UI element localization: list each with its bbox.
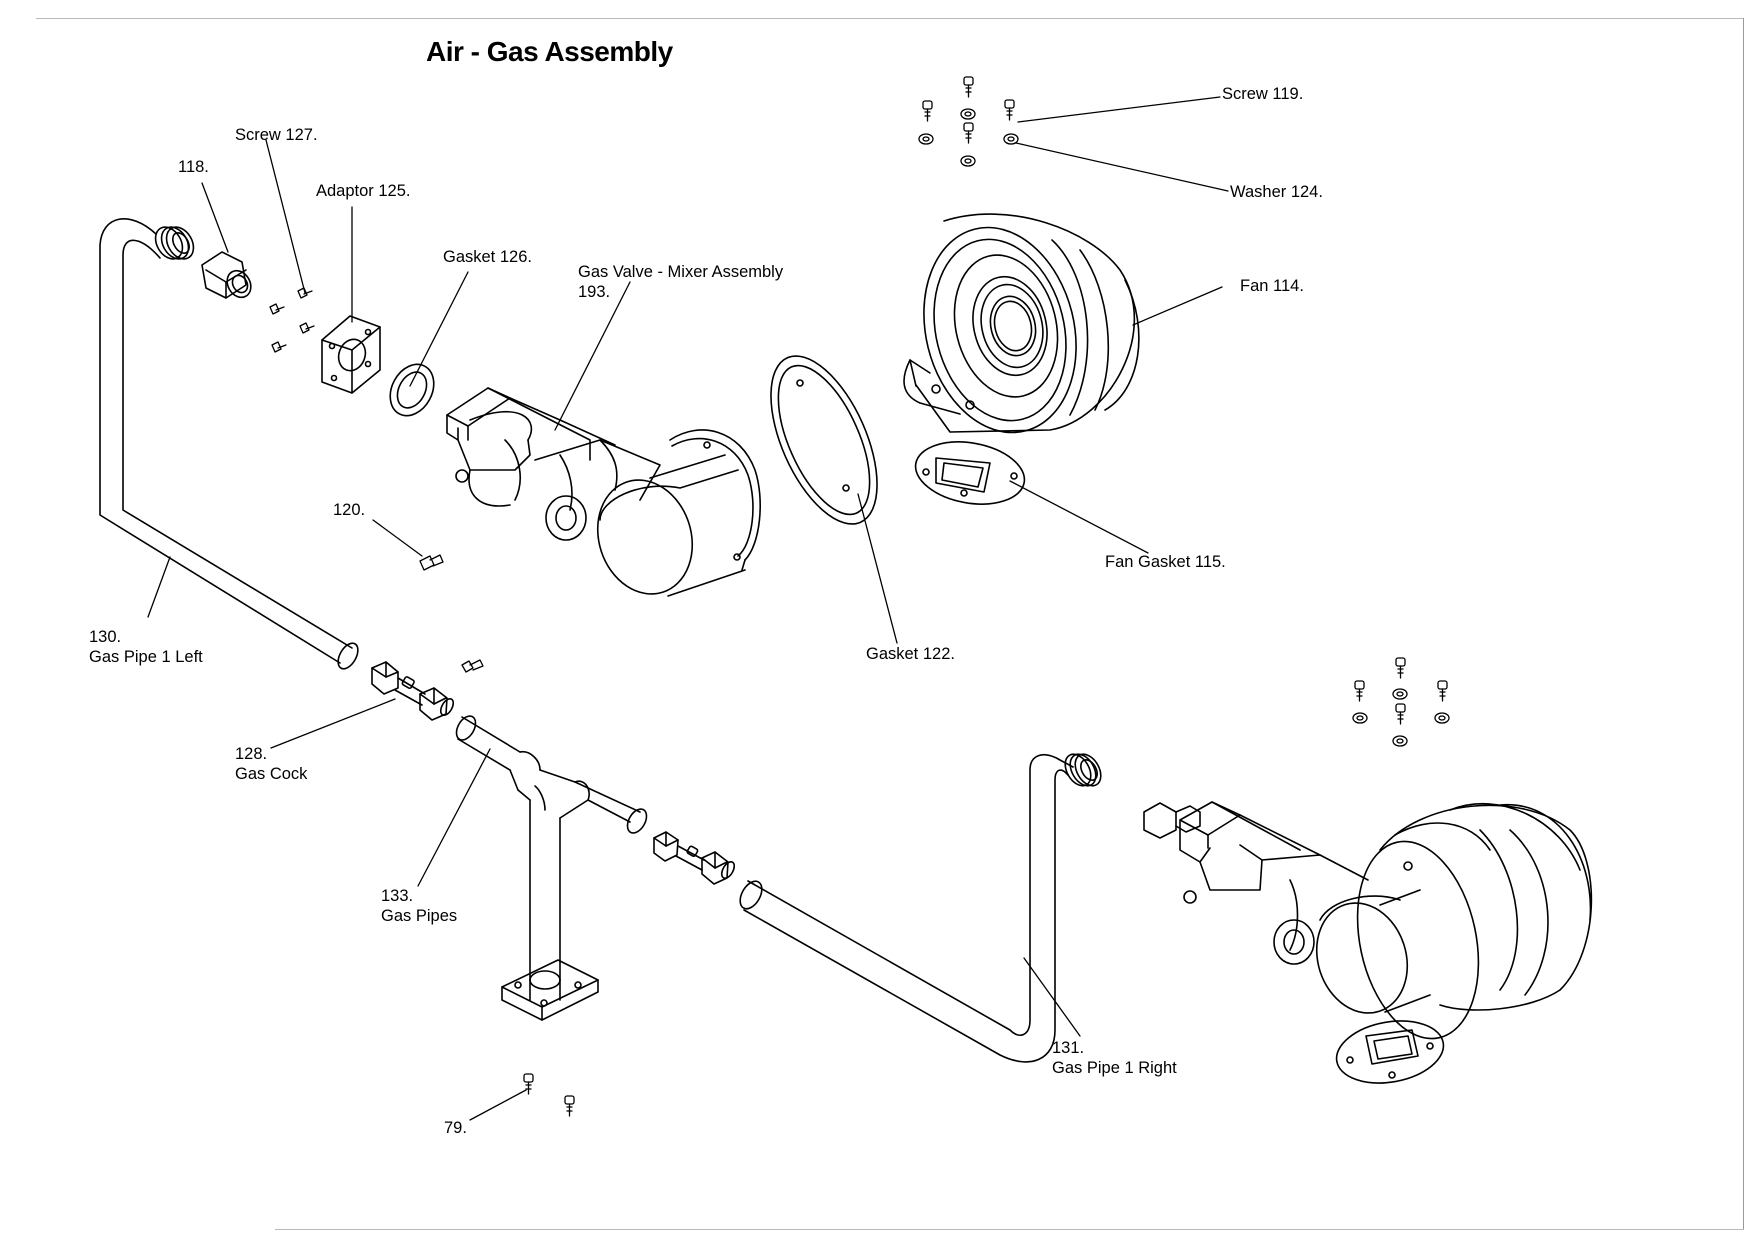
- screws-127: [270, 288, 314, 352]
- label-fan-gasket-115: Fan Gasket 115.: [1105, 553, 1226, 571]
- label-gasket-126: Gasket 126.: [443, 248, 532, 266]
- gas-cock-128: [372, 662, 456, 720]
- leader-lines: [148, 97, 1228, 1120]
- label-gas-valve-number: 193.: [578, 283, 611, 301]
- gasket-122: [749, 341, 899, 540]
- gas-valve-mixer-193: [447, 388, 760, 606]
- gasket-126: [382, 357, 443, 423]
- gas-cock-second: [654, 832, 737, 884]
- fan-114: [903, 211, 1139, 449]
- label-part-79: 79.: [444, 1119, 467, 1137]
- screw-120: [420, 555, 443, 570]
- label-gas-valve-mixer: Gas Valve - Mixer Assembly: [578, 263, 784, 281]
- adaptor-125: [322, 316, 380, 393]
- label-gas-cock-number: 128.: [235, 745, 268, 763]
- screw-washer-set-top: [919, 77, 1018, 166]
- label-gas-pipes-number: 133.: [381, 887, 414, 905]
- label-pipe-left-name: Gas Pipe 1 Left: [89, 648, 203, 666]
- label-part-120: 120.: [333, 501, 366, 519]
- fan-gasket-bottom: [1332, 1013, 1449, 1091]
- valve-fan-assembly-bottom: [1144, 802, 1591, 1050]
- label-gas-pipes-name: Gas Pipes: [381, 907, 458, 925]
- label-pipe-right-name: Gas Pipe 1 Right: [1052, 1059, 1177, 1077]
- diagram-title: Air - Gas Assembly: [426, 36, 673, 67]
- gas-pipe-left-130: [100, 219, 362, 672]
- fitting-118: [202, 252, 256, 302]
- sheet-border-bottom: [275, 1229, 1744, 1230]
- label-pipe-left-number: 130.: [89, 628, 122, 646]
- gas-pipes-133: [453, 713, 651, 1020]
- fan-gasket-115: [911, 434, 1030, 512]
- screw-small: [462, 660, 483, 672]
- gas-pipe-right-131: [736, 750, 1106, 1062]
- label-fan-114: Fan 114.: [1240, 277, 1304, 295]
- label-screw-119: Screw 119.: [1222, 85, 1304, 103]
- sheet-border-top: [36, 18, 1744, 19]
- sheet-border-right: [1743, 18, 1744, 1230]
- label-adaptor-125: Adaptor 125.: [316, 182, 411, 200]
- label-gasket-122: Gasket 122.: [866, 645, 955, 663]
- label-pipe-right-number: 131.: [1052, 1039, 1085, 1057]
- screw-washer-set-bottom: [1353, 658, 1449, 746]
- label-screw-127: Screw 127.: [235, 126, 318, 144]
- label-gas-cock-name: Gas Cock: [235, 765, 308, 783]
- label-part-118: 118.: [178, 158, 209, 176]
- label-washer-124: Washer 124.: [1230, 183, 1323, 201]
- screws-79: [524, 1074, 574, 1116]
